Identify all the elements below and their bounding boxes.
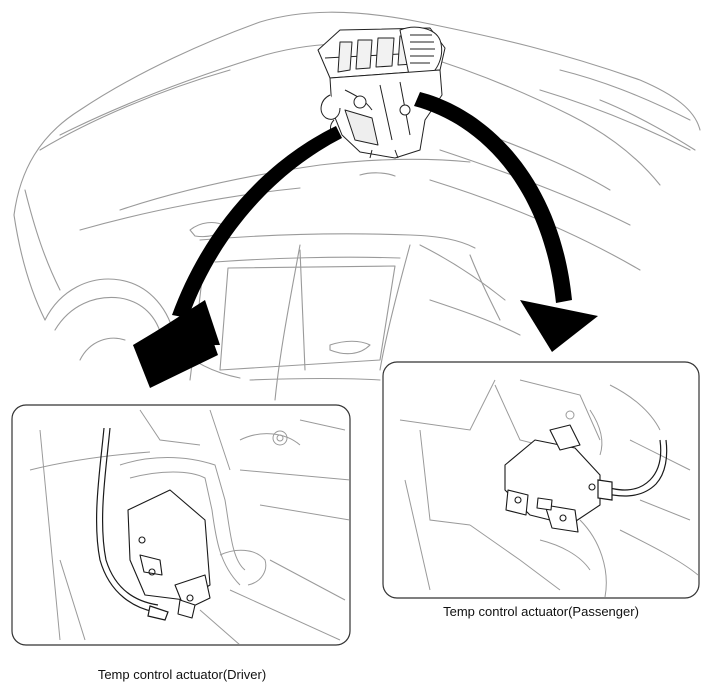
passenger-inset-panel bbox=[382, 361, 700, 599]
passenger-actuator-caption: Temp control actuator(Passenger) bbox=[443, 604, 639, 619]
vehicle-outline bbox=[13, 11, 701, 401]
arrow-to-driver bbox=[133, 126, 342, 388]
driver-actuator-caption: Temp control actuator(Driver) bbox=[97, 667, 267, 682]
driver-inset-panel bbox=[11, 404, 351, 646]
heater-unit-illustration bbox=[317, 26, 446, 159]
arrow-to-passenger bbox=[414, 92, 598, 352]
